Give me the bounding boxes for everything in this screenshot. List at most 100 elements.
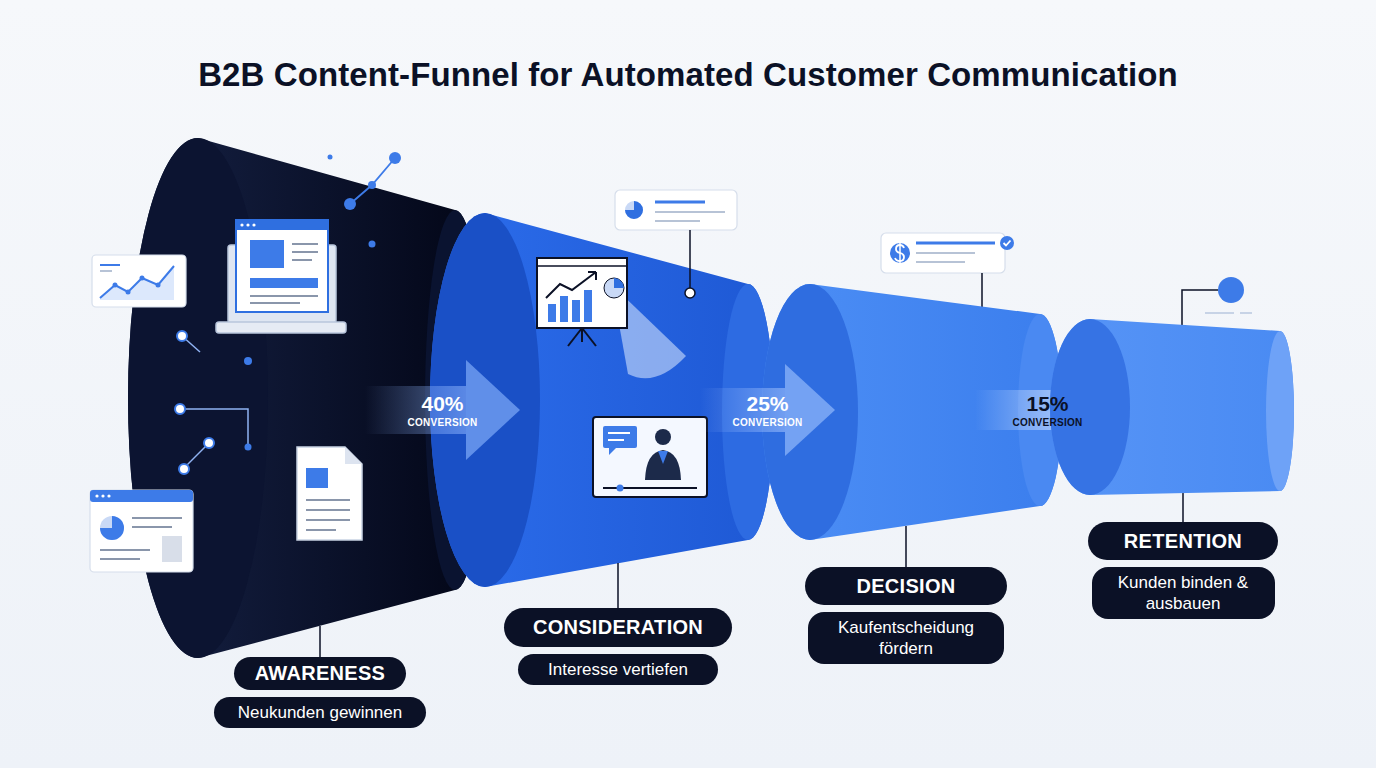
cylinder-end (1018, 314, 1062, 506)
goal-marker-part (1205, 312, 1234, 314)
dashboard-card-part (132, 517, 182, 519)
cylinder-end (1266, 331, 1294, 491)
chart-card (92, 255, 186, 307)
payment-card-part (899, 242, 901, 264)
funnel-stage: AWARENESSNeukunden gewinnen (128, 138, 365, 658)
presentation-board-part (560, 296, 568, 322)
report-card-part (655, 201, 705, 204)
webinar-screen (593, 417, 707, 497)
cylinder-face (1050, 319, 1130, 495)
chart-card-part (100, 266, 174, 298)
document-icon-part (297, 447, 362, 540)
dashboard-card-part (101, 494, 104, 497)
laptop-icon-part (236, 220, 328, 312)
presentation-board-part (537, 265, 627, 267)
dashboard-card-part (90, 490, 193, 502)
webinar-screen-part (603, 426, 637, 448)
webinar-screen-part (608, 439, 624, 441)
stage-subtitle: Neukunden gewinnen (214, 697, 426, 728)
dashboard-card-part (100, 516, 124, 540)
payment-card-part (1004, 241, 1011, 246)
cylinder-face (762, 284, 858, 540)
chart-card-part (100, 270, 112, 272)
chart-card-part (100, 264, 120, 266)
report-card-part (615, 190, 737, 230)
diagram-title: B2B Content-Funnel for Automated Custome… (0, 54, 1376, 96)
payment-card-part (1000, 236, 1014, 250)
webinar-screen-part (655, 429, 671, 445)
report-card-part (685, 288, 695, 298)
network-dots-part (175, 404, 185, 414)
laptop-icon-part (292, 259, 312, 261)
network-dots-part (244, 357, 252, 365)
laptop-icon-part (250, 278, 318, 288)
laptop-icon-part (250, 295, 318, 297)
funnel-stage: DECISIONKaufentscheidung fördern (835, 284, 975, 540)
report-card-part (625, 201, 643, 219)
dashboard-card-part (95, 494, 98, 497)
report-card-part (689, 230, 691, 288)
document-icon-part (306, 509, 350, 511)
document-icon (297, 447, 362, 540)
cylinder-body (430, 213, 774, 587)
chart-card-part (92, 255, 186, 307)
report-card-part (625, 201, 643, 219)
webinar-screen-part (593, 417, 707, 497)
stage-subtitle: Kaufentscheidung fördern (808, 612, 1004, 664)
dashboard-card-part (90, 490, 193, 572)
funnel-cylinder (1120, 320, 1290, 495)
laptop-icon-part (240, 223, 243, 226)
chart-card-part (100, 266, 174, 300)
cylinder-face (128, 138, 268, 658)
laptop-icon-part (250, 302, 300, 304)
document-icon-part (306, 519, 350, 521)
network-dots-part (328, 155, 333, 160)
network-dots-part (368, 181, 376, 189)
dashboard-card-part (132, 526, 172, 528)
presentation-board-part (614, 278, 624, 288)
webinar-screen-part (608, 432, 630, 434)
goal-marker-part (1240, 312, 1252, 314)
leader-line-part (1182, 493, 1184, 522)
funnel-stage: RETENTIONKunden binden & ausbauen (1120, 320, 1290, 495)
stage-heading: AWARENESS (234, 657, 406, 690)
payment-card-part (916, 261, 965, 263)
webinar-screen-part (617, 485, 624, 492)
leader-line-part (905, 526, 907, 567)
payment-card-part (916, 252, 975, 254)
laptop-icon-part (252, 223, 255, 226)
dashboard-card-part (100, 516, 124, 540)
document-icon-part (306, 529, 336, 531)
chart-card-part (113, 283, 118, 288)
laptop-icon-part (250, 240, 284, 268)
presentation-board-part (537, 258, 627, 328)
funnel-cylinder (128, 138, 365, 658)
laptop-icon-part (292, 251, 318, 253)
laptop-icon-part (292, 243, 318, 245)
payment-card-part (881, 233, 1005, 273)
conversion-label: 40% CONVERSION (393, 392, 493, 429)
network-dots-part (344, 198, 356, 210)
dashboard-card-part (100, 558, 140, 560)
network-dots-part (204, 438, 214, 448)
webinar-screen-part (658, 451, 668, 464)
chart-card-part (126, 290, 131, 295)
network-dots-part (179, 464, 189, 474)
cylinder-body (762, 284, 1062, 540)
laptop-icon-part (236, 220, 328, 230)
laptop-icon-part (246, 223, 249, 226)
payment-card-part (890, 243, 910, 263)
conversion-label: 15% CONVERSION (998, 392, 1098, 429)
chart-card-part (140, 276, 145, 281)
webinar-screen-part (645, 450, 681, 480)
presentation-board-part (572, 300, 580, 322)
dashboard-card-part (107, 494, 110, 497)
laptop-icon (216, 220, 346, 333)
network-dots-part (389, 152, 401, 164)
presentation-board-part (588, 272, 596, 280)
stage-subtitle: Kunden binden & ausbauen (1092, 567, 1275, 619)
report-card-part (655, 211, 725, 213)
leader-line-part (319, 626, 321, 657)
